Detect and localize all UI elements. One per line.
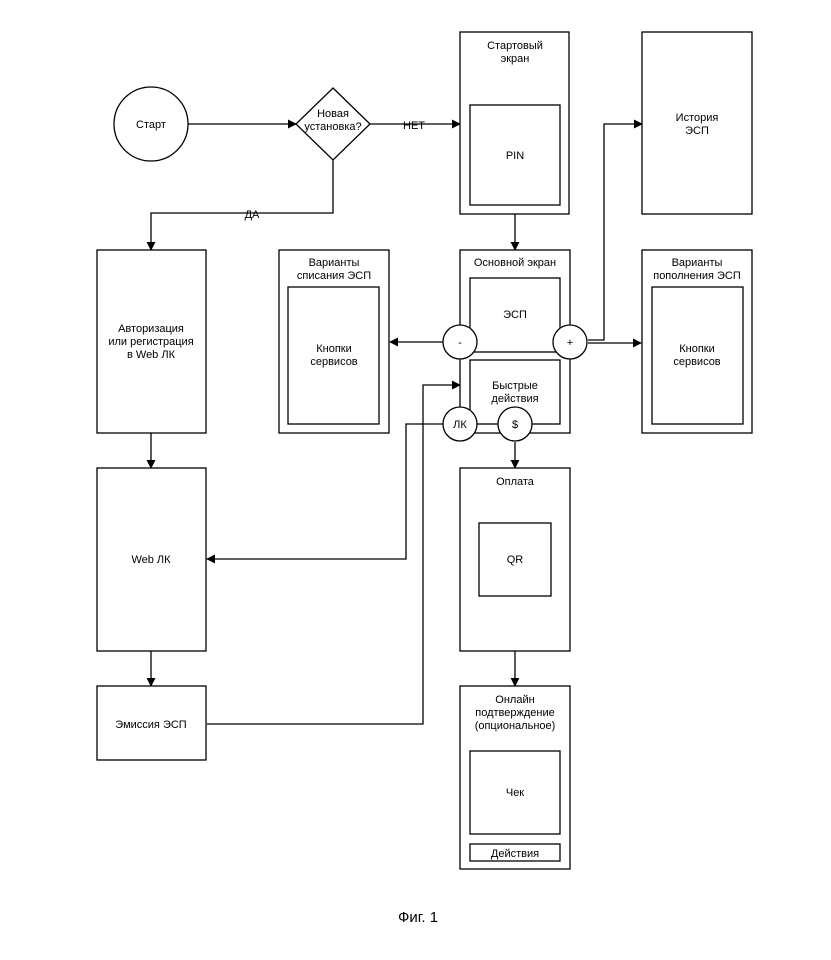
writeoff-title-line1: Варианты	[309, 257, 360, 269]
decision-label-line2: установка?	[304, 121, 361, 133]
lk-label: ЛК	[453, 419, 467, 431]
web-lk-label: Web ЛК	[131, 554, 171, 566]
minus-label: -	[458, 337, 462, 349]
edge-lk-to-weblk	[206, 423, 443, 564]
web-lk-node	[96, 467, 207, 652]
minus-circle	[442, 324, 478, 360]
confirm-title-line2: подтверждение	[475, 707, 554, 719]
topup-buttons-box	[651, 286, 744, 425]
qr-box	[478, 522, 552, 597]
connectors	[146, 119, 643, 725]
emission-label: Эмиссия ЭСП	[115, 719, 186, 731]
quick-actions-line2: действия	[491, 393, 538, 405]
confirm-title-line3: (опциональное)	[475, 720, 556, 732]
topup-buttons-line2: сервисов	[673, 356, 720, 368]
start-label: Старт	[136, 119, 166, 131]
esp-label: ЭСП	[503, 309, 527, 321]
figure-caption: Фиг. 1	[398, 909, 438, 926]
edge-emission-to-quickactions	[207, 380, 461, 725]
topup-title-line2: пополнения ЭСП	[653, 270, 741, 282]
writeoff-buttons-box	[287, 286, 380, 425]
decision-node	[295, 87, 371, 161]
start-node	[113, 86, 189, 162]
edge-decision-yes	[146, 160, 334, 251]
auth-node	[96, 249, 207, 434]
topup-title-line1: Варианты	[672, 257, 723, 269]
history-label-line2: ЭСП	[685, 125, 709, 137]
topup-buttons-line1: Кнопки	[679, 343, 715, 355]
edge-plus-to-history	[588, 119, 643, 341]
payment-title: Оплата	[496, 476, 535, 488]
pin-label: PIN	[506, 150, 524, 162]
writeoff-buttons-line2: сервисов	[310, 356, 357, 368]
plus-circle	[552, 324, 588, 360]
lk-circle	[442, 406, 478, 442]
start-screen-title-line1: Стартовый	[487, 40, 543, 52]
quick-actions-line1: Быстрые	[492, 380, 538, 392]
auth-label-line3: в Web ЛК	[127, 349, 176, 361]
history-label-line1: История	[676, 112, 719, 124]
auth-label-line1: Авторизация	[118, 323, 184, 335]
main-screen-title: Основной экран	[474, 257, 556, 269]
decision-label-line1: Новая	[317, 108, 349, 120]
check-label: Чек	[506, 787, 524, 799]
confirm-title-line1: Онлайн	[495, 694, 534, 706]
qr-label: QR	[507, 554, 524, 566]
edge-label-yes: ДА	[245, 209, 260, 221]
writeoff-buttons-line1: Кнопки	[316, 343, 352, 355]
writeoff-title-line2: списания ЭСП	[297, 270, 371, 282]
auth-label-line2: или регистрация	[108, 336, 193, 348]
edge-label-no: НЕТ	[403, 120, 425, 132]
start-screen-title-line2: экран	[501, 53, 530, 65]
dollar-circle	[497, 406, 533, 442]
dollar-label: $	[512, 419, 518, 431]
history-node	[641, 31, 753, 215]
check-box	[469, 750, 561, 835]
emission-node	[96, 685, 207, 761]
actions-label: Действия	[491, 848, 539, 860]
actions-box	[469, 843, 561, 862]
esp-box	[469, 277, 561, 353]
pin-box	[469, 104, 561, 206]
plus-label: +	[567, 337, 573, 349]
